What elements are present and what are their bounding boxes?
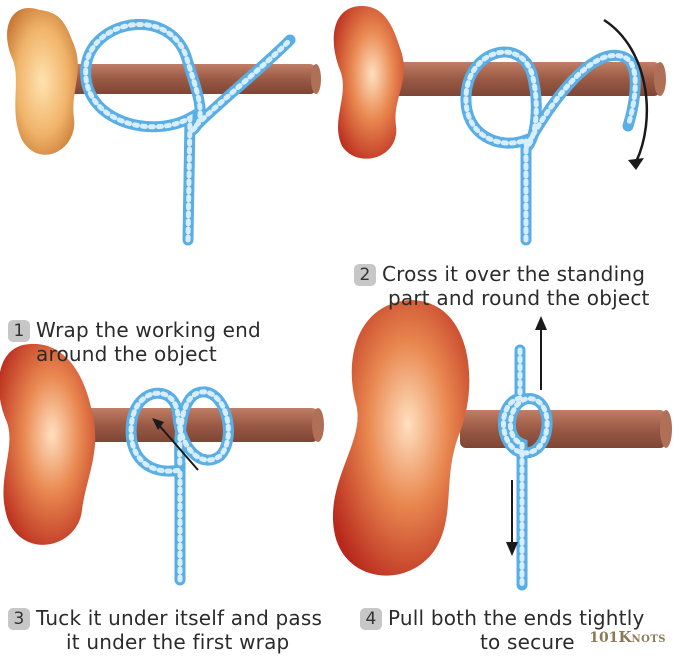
pole <box>360 62 660 96</box>
step-number: 3 <box>8 608 30 630</box>
rope <box>460 46 641 246</box>
peanut <box>7 8 78 155</box>
rotation-arrow <box>603 18 649 163</box>
rope <box>125 386 234 586</box>
step-number: 2 <box>354 264 376 286</box>
peanut <box>333 6 404 159</box>
pole <box>460 410 666 448</box>
panel-2 <box>333 6 666 246</box>
rope <box>80 18 296 246</box>
panel-3 <box>0 343 324 586</box>
rope <box>498 344 553 591</box>
peanut <box>0 343 96 545</box>
panel-1 <box>7 8 321 246</box>
panel-4 <box>332 300 672 591</box>
step-number: 4 <box>360 608 382 630</box>
tuck-arrow <box>157 423 199 471</box>
brand-logo: 101KNOTS <box>589 628 666 646</box>
step-number: 1 <box>8 320 30 342</box>
peanut <box>332 300 470 576</box>
